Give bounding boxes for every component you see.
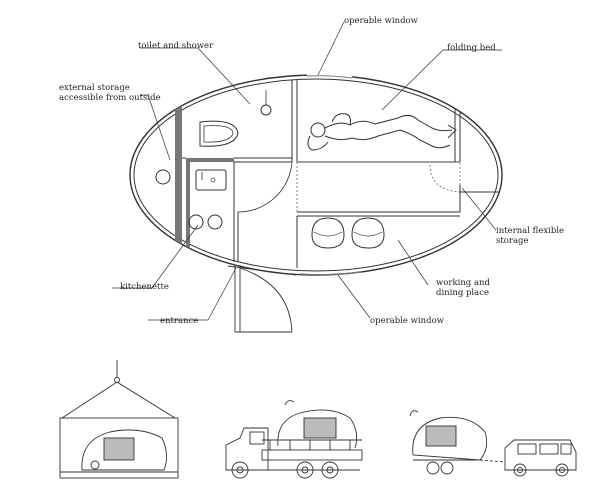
label-entrance: entrance — [160, 316, 199, 326]
label-internal-storage-1: internal flexible — [496, 226, 565, 236]
entrance-door — [227, 265, 297, 333]
sleeping-figure — [307, 113, 457, 151]
leader-lines — [112, 21, 502, 321]
hob-right — [207, 214, 223, 230]
label-working-dining-2: dining place — [436, 288, 489, 298]
window-bottom — [299, 271, 363, 276]
kitchen-counter-wall — [186, 162, 190, 254]
label-external-storage-1: external storage — [59, 83, 130, 93]
transport-crane — [59, 360, 179, 479]
label-working-dining-1: working and — [436, 278, 490, 288]
label-external-storage-2: accessible from outside — [59, 93, 161, 103]
label-operable-window-top: operable window — [344, 16, 418, 26]
label-operable-window-bottom: operable window — [370, 316, 444, 326]
label-toilet-shower: toilet and shower — [138, 41, 214, 51]
label-internal-storage-2: storage — [496, 236, 529, 246]
label-folding-bed: folding bed — [447, 43, 496, 53]
chair-left — [311, 217, 345, 249]
storage-hatch — [155, 169, 171, 185]
floor-plan — [129, 73, 503, 333]
chair-right — [351, 217, 385, 249]
shell-inner — [133, 78, 499, 272]
toilet — [199, 120, 239, 147]
transport-car-tow — [409, 410, 577, 477]
label-kitchenette: kitchenette — [120, 282, 169, 292]
shower-drain — [260, 104, 272, 116]
storage-wall — [175, 100, 182, 250]
transport-truck — [225, 400, 363, 479]
kitchen-wall — [186, 158, 234, 162]
sink — [195, 169, 227, 191]
hob-left — [188, 214, 204, 230]
